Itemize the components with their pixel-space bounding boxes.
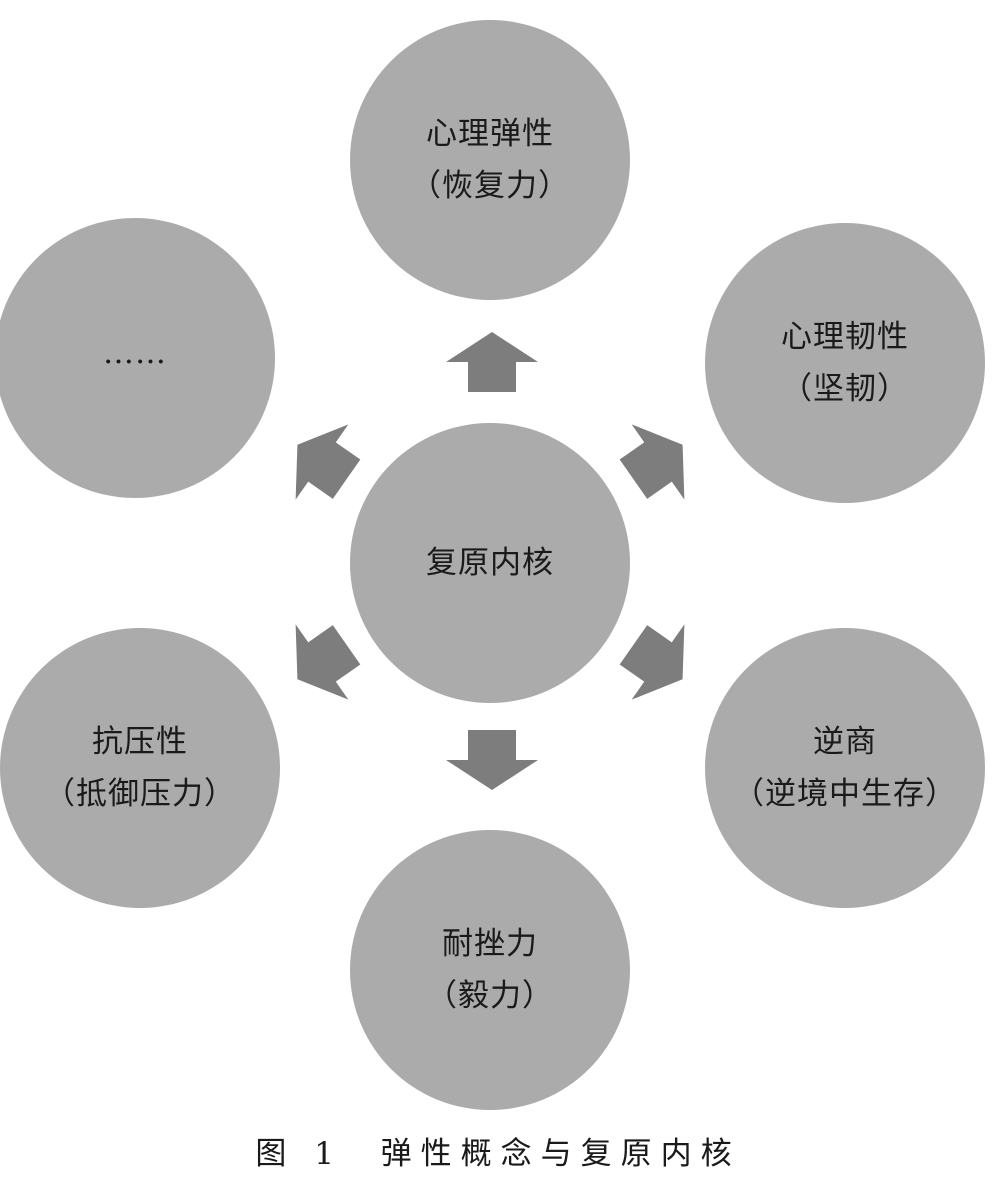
node-title: 耐挫力: [442, 926, 538, 962]
arrow-up-left: [271, 407, 373, 517]
node-psychological-resilience: 心理弹性 （恢复力）: [350, 20, 630, 300]
figure-caption: 图 1 弹性概念与复原内核: [0, 1128, 996, 1173]
node-adversity-quotient: 逆商 （逆境中生存）: [705, 628, 985, 908]
node-subtitle: （坚韧）: [781, 371, 909, 407]
node-title: 复原内核: [426, 545, 554, 581]
arrow-down-right: [607, 607, 709, 717]
arrow-down: [446, 730, 538, 790]
figure-number: 图 1: [255, 1136, 343, 1172]
node-title: 心理弹性: [426, 116, 554, 152]
arrow-up: [446, 332, 538, 392]
node-subtitle: （抵御压力）: [44, 776, 236, 812]
figure-title: 弹性概念与复原内核: [380, 1136, 741, 1172]
node-title: ……: [103, 335, 167, 371]
node-subtitle: （逆境中生存）: [733, 776, 957, 812]
node-core: 复原内核: [350, 423, 630, 703]
node-title: 心理韧性: [781, 319, 909, 355]
node-frustration-tolerance: 耐挫力 （毅力）: [350, 830, 630, 1110]
node-ellipsis: ……: [0, 218, 275, 498]
node-subtitle: （恢复力）: [410, 168, 570, 204]
node-stress-resistance: 抗压性 （抵御压力）: [0, 628, 280, 908]
arrow-up-right: [607, 407, 709, 517]
node-subtitle: （毅力）: [426, 978, 554, 1014]
node-title: 抗压性: [92, 724, 188, 760]
node-title: 逆商: [813, 724, 877, 760]
node-psychological-toughness: 心理韧性 （坚韧）: [705, 223, 985, 503]
arrow-down-left: [271, 607, 373, 717]
